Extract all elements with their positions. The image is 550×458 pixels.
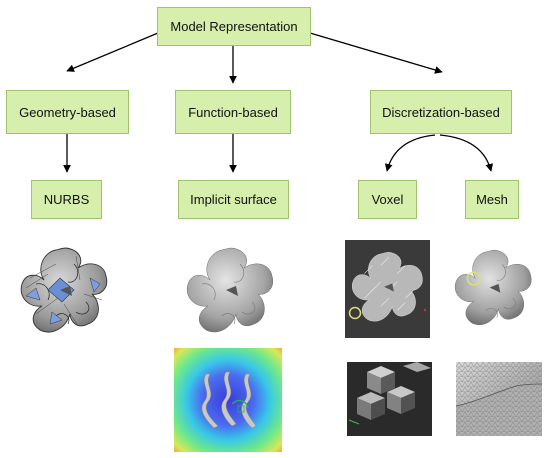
node-discretization-based: Discretization-based — [370, 90, 512, 134]
implicit-gyroid-image — [186, 247, 274, 333]
implicit-distance-field-image — [174, 348, 282, 452]
node-geometry-based: Geometry-based — [6, 90, 129, 134]
mesh-gyroid-image — [454, 249, 532, 325]
edge-discretization-voxel — [384, 134, 436, 172]
edge-root-discretization — [309, 32, 443, 74]
node-nurbs: NURBS — [31, 180, 102, 219]
nurbs-shape — [20, 247, 108, 333]
edge-root-geometry — [66, 32, 159, 72]
edge-discretization-mesh — [439, 134, 494, 172]
mesh-highlight-circle — [466, 271, 481, 286]
nurbs-gyroid-image — [20, 247, 108, 333]
voxel-highlight-circle — [348, 306, 362, 320]
voxel-closeup-image — [347, 362, 432, 436]
node-model-representation: Model Representation — [157, 7, 311, 46]
node-function-based: Function-based — [175, 90, 291, 134]
node-implicit-surface: Implicit surface — [178, 180, 289, 219]
node-voxel: Voxel — [358, 180, 417, 219]
mesh-closeup-image — [456, 362, 542, 436]
node-mesh: Mesh — [465, 180, 519, 219]
voxel-gyroid-image — [345, 240, 430, 338]
